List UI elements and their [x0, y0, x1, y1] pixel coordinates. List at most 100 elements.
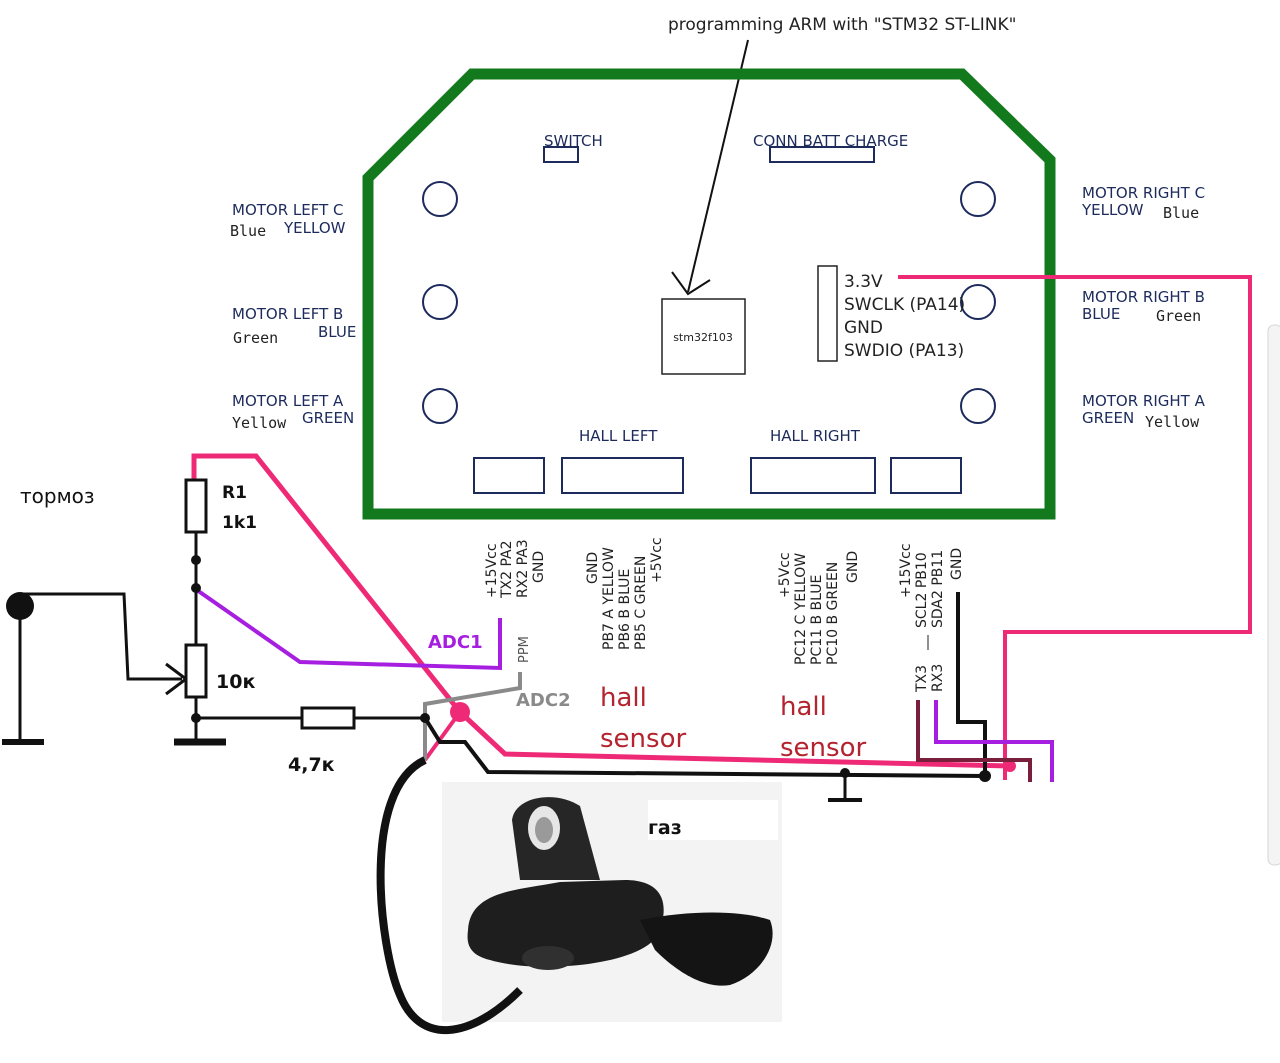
swd-pin-gnd: GND [844, 318, 883, 338]
left-uart-pin-labels: +15Vcc TX2 PA2 RX2 PA3 GND [484, 539, 547, 599]
wire-ground [423, 716, 986, 778]
wire-supply-pink [191, 453, 1011, 769]
wire-adc2 [423, 672, 522, 760]
svg-text:Yellow: Yellow [232, 414, 287, 432]
throttle-image [467, 797, 773, 986]
swd-header [817, 265, 838, 362]
hall-right-annotation: hall [780, 692, 827, 722]
svg-text:+5Vcc: +5Vcc [777, 552, 793, 598]
svg-text:PC12 C YELLOW: PC12 C YELLOW [793, 553, 809, 665]
svg-text:GND: GND [531, 551, 547, 583]
programming-note: programming ARM with "STM32 ST-LINK" [668, 15, 1016, 35]
wire-3v3 [898, 275, 1252, 780]
hall-right-pin-labels: +5Vcc PC12 C YELLOW PC11 B BLUE PC10 B G… [777, 551, 861, 665]
board-outline [362, 68, 1056, 520]
hall-left-label: HALL LEFT [579, 427, 658, 445]
brake-signal-wire [20, 592, 182, 681]
sensor-right-annotation: sensor [780, 733, 866, 763]
svg-text:GREEN: GREEN [302, 409, 354, 427]
r1-label: R1 [222, 483, 247, 503]
wire-rx3 [934, 700, 1054, 782]
pink-junction-right [1004, 760, 1016, 772]
r1-value: 1k1 [222, 513, 257, 533]
svg-text:PC11 B BLUE: PC11 B BLUE [809, 575, 825, 665]
svg-text:Blue: Blue [1163, 204, 1199, 222]
programming-arrow [687, 39, 749, 293]
brake-label: тормоз [20, 484, 95, 508]
hall-right-connector [750, 457, 876, 494]
svg-text:+15Vcc: +15Vcc [484, 543, 500, 598]
svg-text:PC10 B GREEN: PC10 B GREEN [825, 562, 841, 665]
svg-text:PB6 B BLUE: PB6 B BLUE [617, 569, 633, 650]
mounting-hole [422, 181, 458, 217]
ground-junction [840, 768, 850, 778]
node-dot [420, 713, 430, 723]
svg-text:+15Vcc: +15Vcc [898, 543, 914, 598]
sensor-left-annotation: sensor [600, 724, 686, 754]
resistor-r1 [184, 478, 208, 534]
wire-tx3 [916, 700, 1032, 782]
motor-right-b: MOTOR RIGHT B BLUE Green [1082, 288, 1205, 325]
switch-label: SWITCH [544, 132, 603, 150]
svg-text:PB7 A YELLOW: PB7 A YELLOW [601, 547, 617, 650]
svg-text:MOTOR LEFT A: MOTOR LEFT A [232, 392, 344, 410]
svg-text:+5Vcc: +5Vcc [649, 537, 665, 583]
mcu-chip-label: stm32f103 [673, 331, 733, 344]
swd-pin-swdio: SWDIO (PA13) [844, 341, 964, 361]
throttle-label: газ [648, 817, 682, 839]
svg-text:RX2 PA3: RX2 PA3 [515, 539, 531, 598]
mounting-hole [960, 181, 996, 217]
throttle-cable [376, 756, 523, 1034]
svg-text:MOTOR LEFT B: MOTOR LEFT B [232, 305, 343, 323]
edge-tab [1267, 324, 1280, 866]
hall-left-pin-labels: GND PB7 A YELLOW PB6 B BLUE PB5 C GREEN … [585, 537, 665, 650]
svg-text:Blue: Blue [230, 222, 266, 240]
wire-adc1 [192, 586, 502, 671]
motor-right-a: MOTOR RIGHT A GREEN Yellow [1082, 392, 1206, 431]
svg-text:GREEN: GREEN [1082, 409, 1134, 427]
svg-text:MOTOR RIGHT A: MOTOR RIGHT A [1082, 392, 1206, 410]
svg-text:MOTOR RIGHT B: MOTOR RIGHT B [1082, 288, 1205, 306]
svg-text:MOTOR LEFT C: MOTOR LEFT C [232, 201, 344, 219]
hall-left-connector [561, 457, 684, 494]
hall-right-label: HALL RIGHT [770, 427, 861, 445]
svg-text:YELLOW: YELLOW [283, 219, 346, 237]
svg-text:Green: Green [1156, 307, 1201, 325]
svg-text:BLUE: BLUE [1082, 305, 1120, 323]
svg-text:Yellow: Yellow [1145, 413, 1200, 431]
motor-right-c: MOTOR RIGHT C YELLOW Blue [1081, 184, 1205, 222]
throttle-label-backdrop [648, 800, 778, 840]
programming-arrowhead [671, 271, 711, 296]
pot-value: 10к [216, 671, 255, 693]
right-i2c-pin-labels: +15Vcc SCL2 PB10 SDA2 PB11 GND [898, 543, 965, 628]
svg-text:YELLOW: YELLOW [1081, 201, 1144, 219]
resistor-4k7 [300, 706, 356, 730]
svg-text:Green: Green [233, 329, 278, 347]
svg-text:BLUE: BLUE [318, 323, 356, 341]
tx3-label: TX3 [914, 665, 930, 693]
motor-left-a: MOTOR LEFT A Yellow GREEN [232, 392, 354, 432]
mcu-chip [661, 298, 746, 375]
conn-batt-charge-label: CONN BATT CHARGE [753, 132, 908, 150]
mounting-hole [960, 284, 996, 320]
resistor2-value: 4,7к [288, 754, 335, 776]
svg-text:GND: GND [585, 552, 601, 584]
pink-junction [450, 702, 470, 722]
switch-connector [543, 146, 579, 163]
adc1-label: ADC1 [428, 632, 483, 653]
motor-left-c: MOTOR LEFT C Blue YELLOW [230, 201, 346, 240]
battery-charge-connector [769, 146, 875, 163]
svg-text:PB5 C GREEN: PB5 C GREEN [633, 556, 649, 650]
node-dot [191, 555, 201, 565]
node-dot [191, 583, 201, 593]
adc2-label: ADC2 [516, 690, 571, 711]
uart-left-connector [473, 457, 545, 494]
rx3-label: RX3 [930, 664, 946, 692]
potentiometer-10k [184, 643, 208, 699]
swd-pin-swclk: SWCLK (PA14) [844, 295, 965, 315]
i2c-right-connector [890, 457, 962, 494]
hall-left-annotation: hall [600, 683, 647, 713]
mounting-hole [960, 388, 996, 424]
mounting-hole [422, 284, 458, 320]
